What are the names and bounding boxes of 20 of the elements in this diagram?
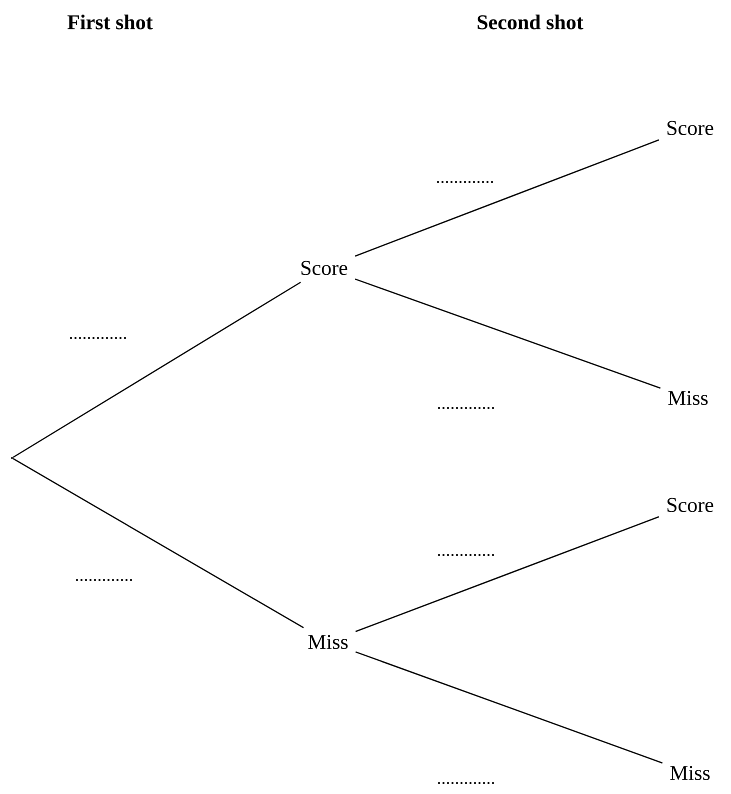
- branch-line: [12, 458, 304, 628]
- branch-line: [12, 282, 301, 458]
- outcome-label: Score: [302, 260, 348, 276]
- branch-line: [354, 278, 661, 389]
- probability-blank: .............: [438, 406, 494, 410]
- outcome-label: Miss: [308, 634, 348, 650]
- branch-line: [355, 651, 663, 764]
- column-heading: First shot: [68, 14, 153, 30]
- branch-line: [354, 139, 660, 257]
- probability-blank: .............: [438, 554, 494, 556]
- probability-blank: .............: [70, 336, 126, 340]
- probability-blank: .............: [438, 782, 494, 784]
- column-heading: Second shot: [478, 14, 584, 30]
- probability-blank: .............: [436, 180, 494, 184]
- outcome-label: Miss: [670, 766, 710, 780]
- branch-line: [355, 516, 660, 632]
- probability-blank: .............: [76, 578, 132, 582]
- outcome-label: Score: [668, 498, 714, 512]
- outcome-label: Score: [668, 120, 714, 136]
- outcome-label: Miss: [668, 390, 708, 406]
